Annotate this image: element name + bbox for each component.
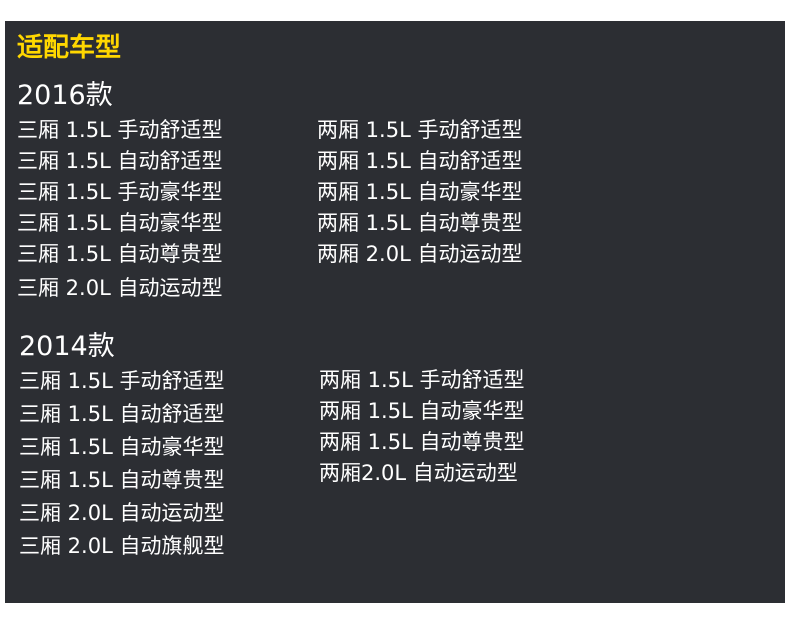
list-item: 三厢 1.5L 自动舒适型 [19, 402, 225, 426]
model-list-2014-sedan: 三厢 1.5L 手动舒适型 三厢 1.5L 自动舒适型 三厢 1.5L 自动豪华… [19, 365, 224, 563]
list-item: 两厢 1.5L 自动尊贵型 [319, 430, 525, 454]
list-item: 三厢 1.5L 手动舒适型 [19, 369, 225, 393]
list-item: 三厢 1.5L 手动舒适型 [17, 118, 223, 142]
list-item: 三厢 1.5L 自动豪华型 [19, 435, 225, 459]
list-item: 两厢 1.5L 自动舒适型 [317, 149, 523, 173]
list-item: 两厢 1.5L 自动豪华型 [317, 180, 523, 204]
list-item: 三厢 1.5L 自动尊贵型 [17, 242, 223, 266]
compatible-models-panel: 适配车型 2016款 三厢 1.5L 手动舒适型 三厢 1.5L 自动舒适型 三… [5, 21, 785, 603]
list-item: 两厢 1.5L 自动豪华型 [319, 399, 525, 423]
list-item: 三厢 1.5L 自动尊贵型 [19, 468, 225, 492]
list-item: 三厢 1.5L 自动豪华型 [17, 211, 223, 235]
list-item: 两厢 1.5L 手动舒适型 [319, 368, 525, 392]
list-item: 三厢 1.5L 自动舒适型 [17, 149, 223, 173]
year-heading-2014: 2014款 [19, 331, 115, 362]
list-item: 两厢 1.5L 自动尊贵型 [317, 211, 523, 235]
list-item: 两厢2.0L 自动运动型 [319, 461, 518, 485]
list-item: 两厢 1.5L 手动舒适型 [317, 118, 523, 142]
list-item: 三厢 2.0L 自动旗舰型 [19, 534, 225, 558]
list-item: 三厢 1.5L 手动豪华型 [17, 180, 223, 204]
model-list-2016-sedan: 三厢 1.5L 手动舒适型 三厢 1.5L 自动舒适型 三厢 1.5L 手动豪华… [17, 115, 222, 304]
model-list-2016-hatchback: 两厢 1.5L 手动舒适型 两厢 1.5L 自动舒适型 两厢 1.5L 自动豪华… [317, 115, 522, 270]
year-heading-2016: 2016款 [17, 80, 113, 111]
list-item: 两厢 2.0L 自动运动型 [317, 242, 523, 266]
list-item: 三厢 2.0L 自动运动型 [19, 501, 225, 525]
panel-title: 适配车型 [17, 33, 122, 63]
list-item: 三厢 2.0L 自动运动型 [17, 276, 223, 300]
model-list-2014-hatchback: 两厢 1.5L 手动舒适型 两厢 1.5L 自动豪华型 两厢 1.5L 自动尊贵… [319, 365, 524, 489]
